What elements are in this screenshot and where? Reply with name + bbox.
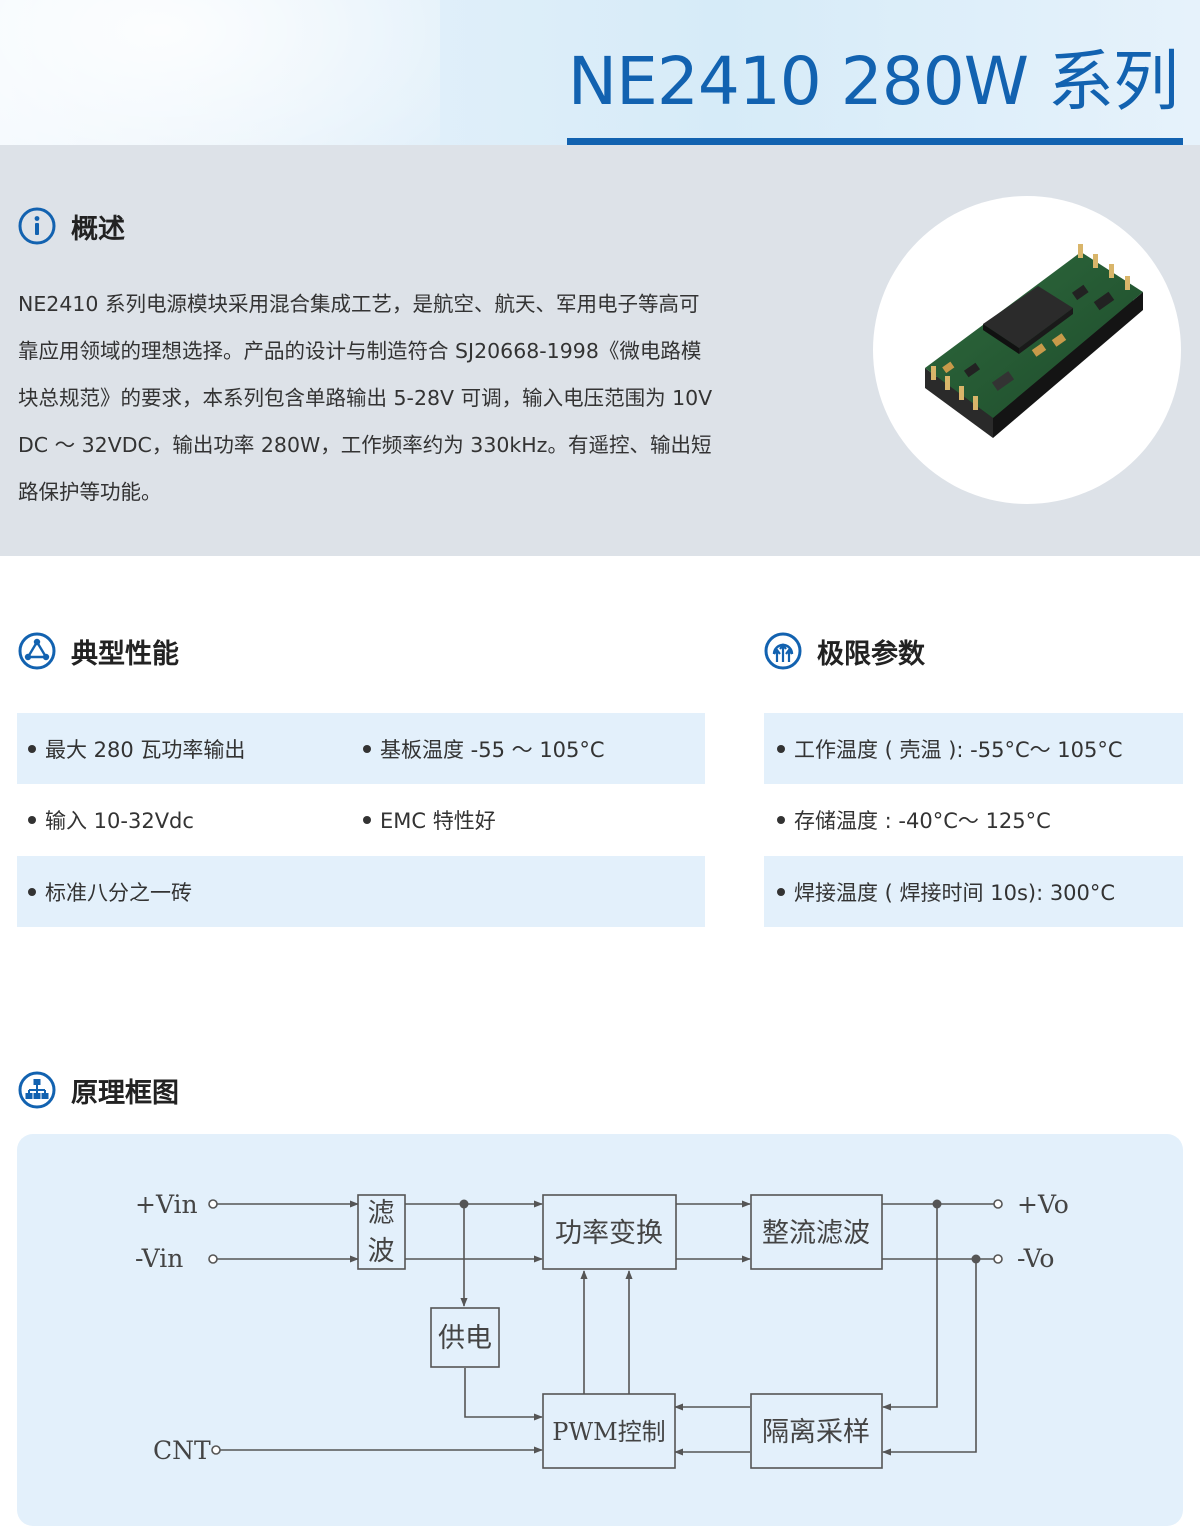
limits-title: 极限参数	[817, 638, 925, 670]
performance-heading: 典型性能	[18, 631, 179, 671]
pin-cnt: CNT	[153, 1436, 211, 1465]
performance-row: 标准八分之一砖	[17, 856, 705, 927]
pin-vin-pos: +Vin	[135, 1190, 198, 1219]
overview-section: 概述 NE2410 系列电源模块采用混合集成工艺，是航空、航天、军用电子等高可靠…	[0, 145, 1200, 556]
performance-title: 典型性能	[71, 638, 179, 670]
product-photo	[873, 196, 1181, 504]
bullet-icon	[363, 815, 371, 824]
page-title: NE2410 280W 系列	[567, 43, 1179, 120]
block-filter-char2: 波	[368, 1236, 395, 1267]
overview-heading: 概述	[18, 206, 125, 246]
bullet-icon	[363, 744, 371, 753]
overview-description: NE2410 系列电源模块采用混合集成工艺，是航空、航天、军用电子等高可靠应用领…	[18, 292, 713, 504]
limits-row: 焊接温度 ( 焊接时间 10s): 300°C	[764, 856, 1183, 927]
limits-item: 工作温度 ( 壳温 ): -55°C～ 105°C	[777, 713, 1123, 784]
gauge-arrows-icon	[764, 632, 802, 670]
block-diagram: +Vin -Vin CNT +Vo -Vo 滤 波 功率变换 整流滤波 供电 P…	[17, 1134, 1183, 1526]
bullet-icon	[777, 887, 785, 896]
bullet-icon	[28, 744, 36, 753]
triangle-network-icon	[18, 632, 56, 670]
power-module-image	[925, 244, 1143, 438]
bullet-icon	[777, 744, 785, 753]
performance-row: 输入 10-32Vdc EMC 特性好	[17, 784, 705, 855]
performance-item: 基板温度 -55 ～ 105°C	[363, 713, 605, 784]
limits-row: 工作温度 ( 壳温 ): -55°C～ 105°C	[764, 713, 1183, 784]
block-power-conversion: 功率变换	[555, 1218, 663, 1249]
info-icon	[18, 207, 56, 245]
block-diagram-svg: +Vin -Vin CNT +Vo -Vo 滤 波 功率变换 整流滤波 供电 P…	[135, 1190, 1069, 1469]
performance-item: 输入 10-32Vdc	[28, 784, 194, 855]
page-header: NE2410 280W 系列	[0, 0, 1200, 145]
title-underline	[567, 138, 1183, 145]
pin-vo-neg: -Vo	[1017, 1244, 1054, 1273]
pin-vin-neg: -Vin	[135, 1244, 183, 1273]
limits-heading: 极限参数	[764, 631, 925, 671]
performance-item: 最大 280 瓦功率输出	[28, 713, 245, 784]
block-rectifier-filter: 整流滤波	[762, 1218, 870, 1249]
block-pwm-control: PWM控制	[552, 1418, 665, 1446]
block-isolation-sampling: 隔离采样	[762, 1417, 870, 1448]
bullet-icon	[777, 815, 785, 824]
overview-title: 概述	[71, 213, 125, 245]
org-chart-icon	[18, 1071, 56, 1109]
limits-row: 存储温度 : -40°C～ 125°C	[764, 784, 1183, 855]
block-filter-char1: 滤	[368, 1198, 395, 1229]
bullet-icon	[28, 815, 36, 824]
performance-item: EMC 特性好	[363, 784, 496, 855]
limits-item: 存储温度 : -40°C～ 125°C	[777, 784, 1051, 855]
bullet-icon	[28, 887, 36, 896]
performance-item: 标准八分之一砖	[28, 856, 192, 927]
limits-item: 焊接温度 ( 焊接时间 10s): 300°C	[777, 856, 1115, 927]
diagram-heading: 原理框图	[18, 1070, 179, 1110]
performance-row: 最大 280 瓦功率输出 基板温度 -55 ～ 105°C	[17, 713, 705, 784]
block-supply: 供电	[438, 1323, 492, 1354]
pin-vo-pos: +Vo	[1017, 1190, 1069, 1219]
diagram-title: 原理框图	[71, 1077, 179, 1109]
